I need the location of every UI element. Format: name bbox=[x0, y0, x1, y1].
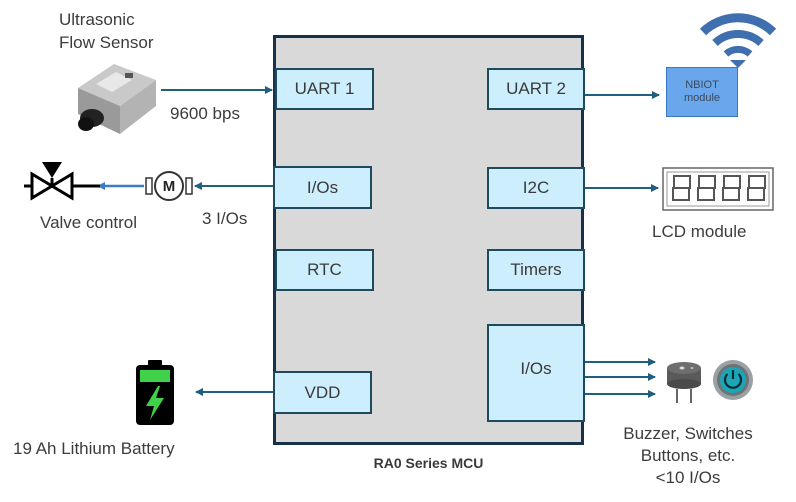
wifi-icon bbox=[699, 13, 777, 68]
battery-label: 19 Ah Lithium Battery bbox=[13, 439, 175, 458]
uart1-link-label: 9600 bps bbox=[170, 104, 240, 123]
valve-label: Valve control bbox=[40, 213, 138, 232]
mcu-title: RA0 Series MCU bbox=[373, 455, 484, 471]
lcd-label: LCD module bbox=[652, 222, 747, 241]
block-i2c-label: I2C bbox=[522, 178, 550, 197]
io-devices-label-2: Buttons, etc. bbox=[640, 446, 736, 465]
block-vdd: VDD bbox=[273, 371, 372, 414]
nbiot-label-2: module bbox=[683, 92, 721, 104]
lcd-display-icon bbox=[662, 167, 774, 211]
battery-icon bbox=[136, 360, 174, 425]
motor-symbol: M bbox=[163, 178, 176, 195]
nbiot-label-1: NBIOT bbox=[685, 78, 719, 91]
block-vdd-label: VDD bbox=[304, 382, 341, 402]
block-uart1-label: UART 1 bbox=[294, 79, 355, 98]
block-ios-left-label: I/Os bbox=[306, 177, 339, 197]
ios-link-label: 3 I/Os bbox=[202, 209, 248, 228]
block-ios-left: I/Os bbox=[273, 166, 372, 209]
block-timers-label: Timers bbox=[510, 260, 562, 279]
block-timers: Timers bbox=[487, 249, 585, 291]
valve-icon bbox=[24, 162, 100, 201]
flow-sensor-label-1: Ultrasonic bbox=[59, 10, 135, 29]
block-uart2: UART 2 bbox=[487, 68, 585, 110]
block-uart2-label: UART 2 bbox=[506, 79, 566, 98]
flow-sensor-icon bbox=[78, 64, 156, 134]
io-devices-label-3: <10 I/Os bbox=[655, 468, 721, 487]
block-uart1: UART 1 bbox=[275, 68, 374, 110]
block-rtc-label: RTC bbox=[307, 260, 342, 279]
block-rtc: RTC bbox=[275, 249, 374, 291]
io-devices-label-1: Buzzer, Switches bbox=[623, 424, 753, 443]
power-button-icon bbox=[713, 360, 753, 400]
block-ios-right: I/Os bbox=[487, 324, 585, 422]
block-i2c: I2C bbox=[487, 167, 585, 209]
flow-sensor-label-2: Flow Sensor bbox=[59, 33, 154, 52]
buzzer-icon bbox=[667, 362, 701, 403]
motor-icon: M bbox=[145, 171, 193, 201]
nbiot-module: NBIOT module bbox=[666, 67, 738, 117]
block-ios-right-label: I/Os bbox=[520, 359, 552, 378]
